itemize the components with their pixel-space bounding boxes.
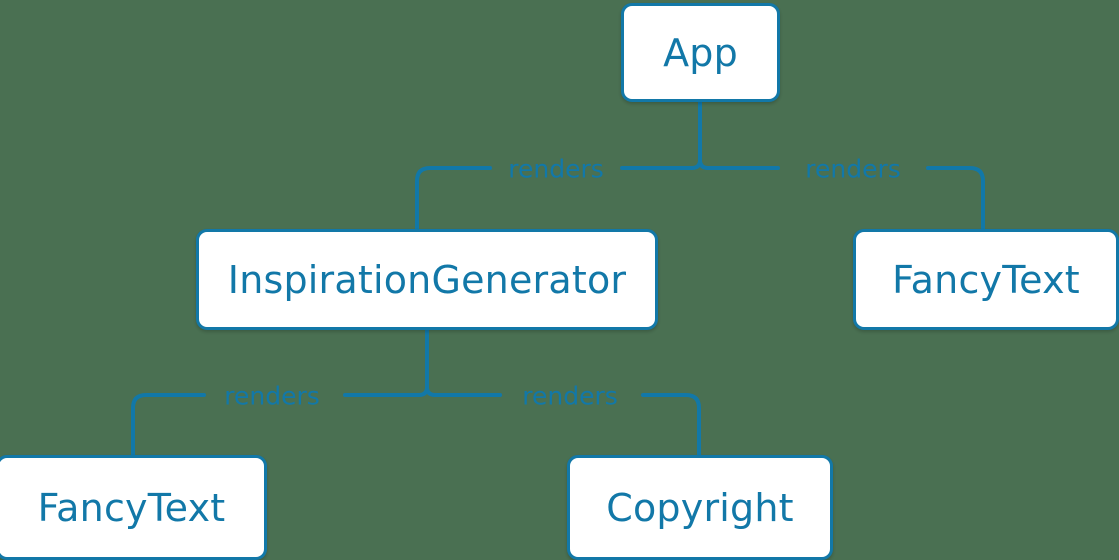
node-inspirationgenerator-label: InspirationGenerator	[227, 257, 627, 302]
node-fancytext-right-label: FancyText	[892, 257, 1080, 302]
edge-label-app-to-fancytext-right: renders	[805, 154, 901, 184]
edge-app-stem-left	[690, 158, 702, 170]
edge-app-stem	[698, 99, 710, 170]
edge-label-inspirationgenerator-to-fancytext-left: renders	[224, 381, 320, 411]
node-fancytext-bottom-left[interactable]: FancyText	[0, 455, 267, 560]
edge-label-inspirationgenerator-to-copyright: renders	[522, 381, 618, 411]
node-fancytext-right[interactable]: FancyText	[853, 229, 1119, 330]
node-copyright[interactable]: Copyright	[567, 455, 833, 560]
node-app[interactable]: App	[621, 3, 780, 102]
edge-label-app-to-inspirationgenerator: renders	[508, 154, 604, 184]
node-inspirationgenerator[interactable]: InspirationGenerator	[196, 229, 658, 330]
node-app-label: App	[663, 30, 738, 75]
edge-inspirationgenerator-stem	[425, 328, 437, 397]
node-fancytext-bottom-left-label: FancyText	[37, 485, 226, 530]
node-copyright-label: Copyright	[606, 485, 794, 530]
edge-inspirationgenerator-stem-left	[417, 385, 429, 397]
